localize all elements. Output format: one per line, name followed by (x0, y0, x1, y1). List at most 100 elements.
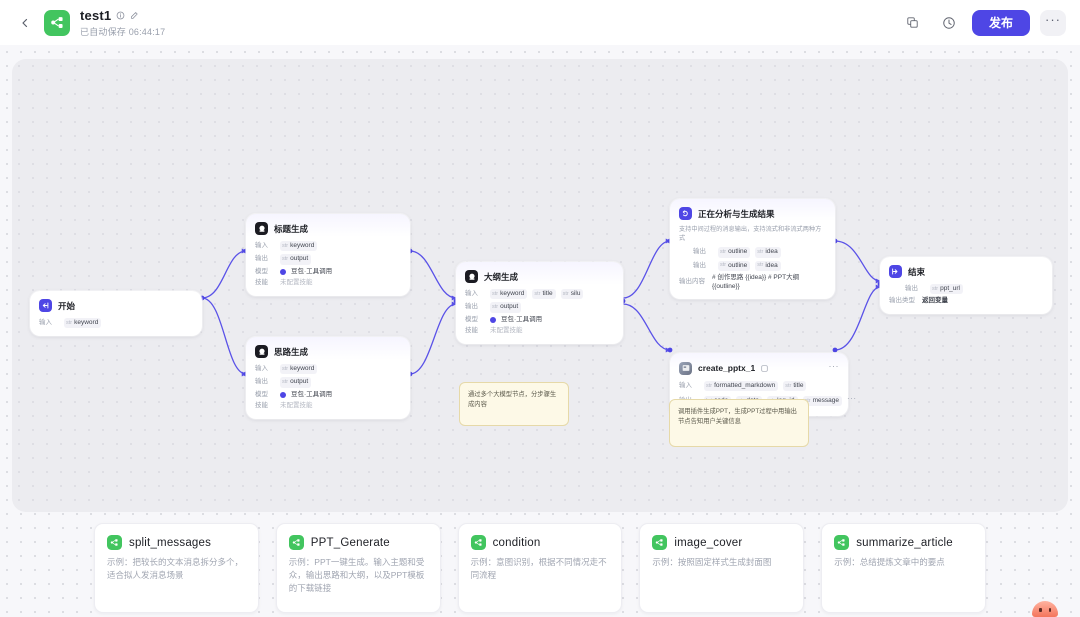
workflow-card-icon (107, 535, 122, 550)
chip-name: output (290, 378, 309, 386)
node-title: 正在分析与生成结果 (698, 208, 775, 219)
more-options-button[interactable]: ··· (1040, 9, 1066, 36)
assistant-mascot-icon[interactable] (1032, 601, 1058, 617)
row-label: 输出内容 (679, 278, 705, 286)
chip-type: str (282, 379, 289, 386)
edit-pencil-icon[interactable] (130, 11, 139, 20)
workflow-card-icon (834, 535, 850, 550)
template-card-condition[interactable]: condition 示例：意图识别，根据不同情况走不同流程 (457, 523, 623, 613)
back-button[interactable] (14, 12, 36, 34)
chip-type: str (785, 382, 792, 389)
plugin-node-icon (679, 361, 692, 375)
mascot-eye-left (1039, 608, 1042, 612)
template-card-ppt-generate[interactable]: PPT_Generate 示例：PPT一键生成。输入主题和受众，输出思路和大纲，… (275, 523, 441, 613)
workflow-canvas[interactable]: 开始 输入 str keyword 标题生成 (12, 59, 1068, 512)
node-output-message[interactable]: 正在分析与生成结果 支持中间过程的消息输出，支持流式和非流式两种方式 输出 st… (670, 199, 835, 300)
publish-button[interactable]: 发布 (971, 9, 1030, 36)
row-label: 输入 (39, 319, 52, 326)
variable-chip[interactable]: str keyword (64, 318, 102, 329)
card-description: 示例：按照固定样式生成封面图 (652, 557, 772, 567)
row-label: 输入 (255, 242, 268, 249)
header-actions: 发布 ··· (900, 9, 1066, 36)
chip-name: message (812, 396, 839, 404)
chip-type: str (66, 319, 73, 326)
chip-type: str (492, 304, 499, 311)
row-label: 输出类型 (889, 297, 915, 305)
sticky-note-2[interactable]: 调用插件生成PPT，生成PPT过程中用输出节点告知用户关键信息 (669, 399, 809, 447)
chip-name: keyword (74, 319, 99, 326)
node-outline-generation[interactable]: 大纲生成 输入 str keyword str title str silu 输… (456, 262, 623, 344)
row-label: 输出 (255, 255, 268, 263)
chip-name: title (793, 382, 804, 389)
node-end[interactable]: 结束 输出 str ppt_url 输出类型 返回变量 (880, 257, 1052, 314)
model-name: 豆包·工具调用 (291, 390, 333, 398)
node-title: 思路生成 (274, 346, 309, 357)
output-type-value: 返回变量 (922, 297, 948, 305)
node-row-output: 输出 str output (465, 302, 614, 313)
variable-chip[interactable]: str formatted_markdown (704, 381, 779, 392)
model-dot-icon (280, 269, 286, 276)
variable-chip[interactable]: str silu (560, 289, 584, 300)
variable-chip[interactable]: str outline (718, 260, 751, 272)
variable-chip[interactable]: str keyword (490, 289, 528, 300)
chip-type: str (534, 290, 541, 297)
card-description: 示例：总结提炼文章中的要点 (834, 557, 945, 567)
node-row-model: 模型 豆包·工具调用 (255, 391, 401, 399)
node-idea-generation[interactable]: 思路生成 输入 str keyword 输出 str output 模型 豆包·… (246, 337, 410, 419)
variable-chip[interactable]: str title (783, 381, 807, 392)
variable-chip[interactable]: str keyword (280, 241, 318, 252)
variable-chip[interactable]: str keyword (280, 364, 318, 375)
node-title: 开始 (58, 300, 76, 311)
variable-chip[interactable]: str output (280, 254, 312, 265)
chip-name: output (500, 303, 519, 311)
row-label: 输出 (905, 285, 918, 292)
history-clock-icon[interactable] (936, 10, 962, 36)
variable-chip[interactable]: str output (490, 302, 522, 313)
workflow-card-icon (288, 535, 304, 550)
chip-name: formatted_markdown (714, 382, 776, 389)
chip-type: str (282, 365, 289, 372)
info-circle-icon[interactable] (116, 11, 125, 20)
output-overflow-icon[interactable]: ··· (847, 394, 857, 404)
chip-type: str (282, 256, 289, 263)
canvas-area[interactable]: 开始 输入 str keyword 标题生成 (0, 45, 1080, 617)
node-row-skill: 技能 未配置技能 (465, 327, 614, 335)
node-start[interactable]: 开始 输入 str keyword (30, 291, 202, 337)
row-label: 模型 (255, 267, 268, 275)
variable-chip[interactable]: str idea (755, 247, 781, 258)
chip-type: str (720, 248, 727, 255)
chip-name: ppt_url (940, 285, 960, 292)
node-title: 结束 (908, 266, 926, 277)
chip-type: str (492, 290, 499, 297)
node-title-generation[interactable]: 标题生成 输入 str keyword 输出 str output 模型 豆包·… (246, 214, 410, 296)
template-card-image-cover[interactable]: image_cover 示例：按照固定样式生成封面图 (639, 523, 805, 613)
more-dots-icon[interactable]: ··· (828, 361, 839, 371)
workflow-card-icon (470, 535, 486, 550)
row-label: 输出 (465, 303, 478, 311)
card-description: 示例：意图识别，根据不同情况走不同流程 (470, 557, 607, 581)
node-row-output-1: 输出 str outline str idea (679, 247, 826, 258)
card-title: image_cover (674, 536, 743, 549)
chip-type: str (720, 262, 727, 269)
variable-chip[interactable]: str ppt_url (930, 284, 963, 295)
template-card-summarize-article[interactable]: summarize_article 示例：总结提炼文章中的要点 (821, 523, 986, 613)
variable-chip[interactable]: str output (280, 377, 312, 388)
edge-analyzing-to-end (834, 240, 881, 284)
variable-chip[interactable]: str idea (755, 260, 781, 272)
chip-type: str (282, 242, 289, 249)
row-label: 技能 (255, 279, 268, 287)
template-card-split-messages[interactable]: split_messages 示例：把较长的文本消息拆分多个，适合拟人发消息场景 (94, 523, 259, 613)
copy-icon[interactable] (900, 10, 926, 36)
chip-type: str (757, 248, 764, 255)
chip-name: idea (765, 261, 778, 269)
variable-chip[interactable]: str outline (718, 247, 751, 258)
variable-chip[interactable]: str title (532, 289, 556, 300)
chip-name: outline (728, 248, 748, 256)
chip-type: str (706, 382, 713, 389)
node-row-input: 输入 str keyword (255, 364, 401, 375)
port-pptx-out (832, 347, 838, 353)
node-row-input: 输入 str keyword (255, 241, 401, 252)
sticky-note-1[interactable]: 通过多个大模型节点，分步骤生成内容 (459, 382, 569, 426)
node-title: 标题生成 (274, 223, 309, 234)
model-dot-icon (280, 392, 286, 399)
